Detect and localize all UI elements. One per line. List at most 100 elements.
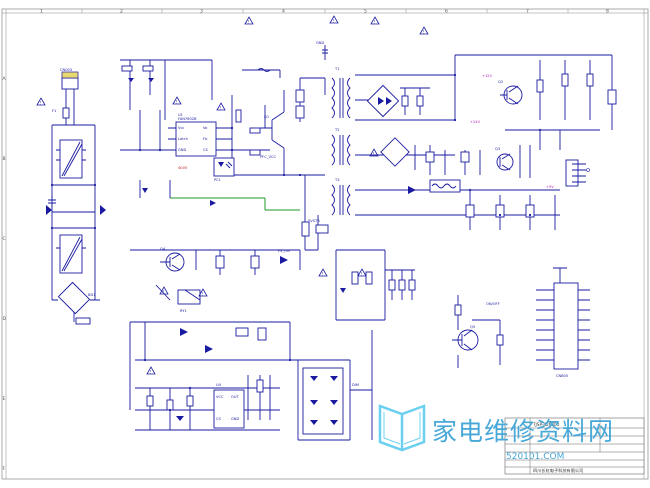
- transistor-q3: [496, 153, 514, 171]
- ic-u1-pin: GND: [178, 148, 186, 152]
- svg-text:!: !: [333, 19, 335, 24]
- ac-input-section: CN003 F1 BD1: [46, 68, 106, 325]
- svg-text:!: !: [373, 152, 375, 157]
- svg-text:!: !: [150, 370, 152, 375]
- col-marker: 1: [40, 9, 43, 15]
- warning-icon: [198, 288, 208, 297]
- relay-ry1: [177, 289, 201, 305]
- svg-text:!: !: [220, 106, 222, 111]
- connector-cn805-ref: CN805: [556, 374, 568, 378]
- watermark-text: 家电维修资料网: [432, 417, 614, 446]
- col-marker: 3: [200, 9, 203, 15]
- svg-text:!: !: [248, 20, 250, 25]
- connector-cn805: [553, 282, 579, 370]
- ic-u4: [213, 389, 245, 429]
- svg-text:!: !: [374, 20, 376, 25]
- title-company: 四川长虹电子科技有限公司: [533, 467, 583, 474]
- gnd-label: GND: [316, 41, 324, 45]
- opto-ref: PC1: [214, 178, 221, 182]
- output-12v-label: +12V: [482, 74, 493, 78]
- relay-ref: RY1: [180, 309, 187, 313]
- x-capacitor: [48, 195, 56, 208]
- fuse-ref: F1: [52, 109, 56, 113]
- ic-u1-part: FAN7602B: [178, 117, 197, 121]
- transistor-q3-ref: Q3: [495, 147, 500, 151]
- warning-icon: [329, 15, 339, 24]
- row-marker: F: [3, 466, 6, 472]
- ic-u1-ref: U1: [178, 113, 183, 117]
- ic-u1-pin: CS: [203, 148, 209, 152]
- watermark-url: 520101.COM: [506, 452, 564, 462]
- warning-triangles: !!! !!! !!! !!! !: [36, 15, 429, 375]
- col-marker: 7: [526, 9, 529, 15]
- warning-icon: [357, 268, 367, 277]
- col-marker: 8: [606, 9, 609, 15]
- svg-text:!: !: [202, 292, 204, 297]
- ic-u1-pin: Vo: [203, 126, 207, 130]
- warning-icon: [318, 268, 328, 277]
- output-inductor: [429, 179, 461, 193]
- ic-u4-pin: VCC: [216, 395, 224, 399]
- pfc-vcc-label: PFC_VCC: [260, 155, 277, 159]
- svg-text:!: !: [322, 272, 324, 277]
- warning-icon: [419, 26, 429, 35]
- bridge-ref: BD1: [88, 293, 96, 297]
- secondary-output-section: Q2 +12V Q3 +24V +5V: [355, 54, 617, 230]
- col-marker: 4: [282, 9, 285, 15]
- svg-text:!: !: [163, 290, 165, 295]
- ic-u4-pin: GND: [231, 417, 239, 421]
- warning-icon: [244, 16, 254, 25]
- warning-icon: [369, 148, 379, 157]
- dim-label: DIM: [352, 383, 359, 387]
- title-model: TJSP-426800: [532, 422, 560, 427]
- hv-label: 400V: [178, 166, 188, 170]
- varistor-icon: [46, 205, 52, 215]
- row-marker: C: [3, 236, 6, 242]
- output-24v-label: +24V: [470, 120, 481, 124]
- ic-u4-ref: U4: [216, 383, 222, 387]
- ic-u1-pin: Fb: [203, 137, 208, 141]
- output-5v-label: +5V: [546, 185, 554, 189]
- transformer-t3-ref: T3: [334, 178, 339, 182]
- output-connector-section: Q5 ON/OFF CN805: [452, 267, 590, 378]
- optocoupler: [213, 157, 235, 177]
- bulk-cap: [75, 317, 91, 325]
- ic-u4-pin: OUT: [231, 395, 239, 399]
- ic-u1-pin: Latch: [178, 137, 188, 141]
- row-marker: B: [3, 156, 6, 162]
- ic-u4-pin: CS: [216, 417, 222, 421]
- transformer-t2-ref: T2: [334, 128, 339, 132]
- col-marker: 2: [120, 9, 123, 15]
- row-marker: D: [3, 316, 7, 322]
- ic-u1-pin: Vcc: [178, 126, 184, 130]
- row-marker: E: [3, 396, 6, 402]
- svg-text:!: !: [176, 100, 178, 105]
- row-marker: A: [3, 76, 7, 82]
- standby-section: Q4 RY1 PS_ON 5VSTB: [130, 219, 416, 321]
- warning-icon: [216, 102, 226, 111]
- warning-icon: [146, 366, 156, 375]
- warning-icon: [159, 286, 169, 295]
- transistor-q4-ref: Q4: [160, 247, 166, 251]
- warning-icon: [370, 16, 380, 25]
- svg-text:!: !: [361, 272, 363, 277]
- varistor-icon: [100, 205, 106, 215]
- output-rectifier-bridge-2: [380, 137, 410, 167]
- transformer-t1-ref: T1: [334, 67, 339, 71]
- led-driver-section: U4 VCC OUT CS GND DIM: [129, 321, 373, 441]
- warning-icon: [36, 97, 46, 106]
- svg-text:!: !: [40, 101, 42, 106]
- warning-icon: [172, 96, 182, 105]
- ic-u1: [175, 121, 217, 157]
- book-icon: [378, 404, 426, 452]
- svg-text:!: !: [423, 30, 425, 35]
- on-off-label: ON/OFF: [486, 302, 500, 306]
- connector-cn003: [61, 77, 79, 90]
- col-marker: 5: [364, 9, 367, 15]
- connector-ref: CN003: [60, 68, 72, 72]
- connector-output: [565, 159, 579, 187]
- title-block: TJSP-426800 四川长虹电子科技有限公司: [504, 417, 645, 475]
- fuse-f1: [62, 107, 70, 119]
